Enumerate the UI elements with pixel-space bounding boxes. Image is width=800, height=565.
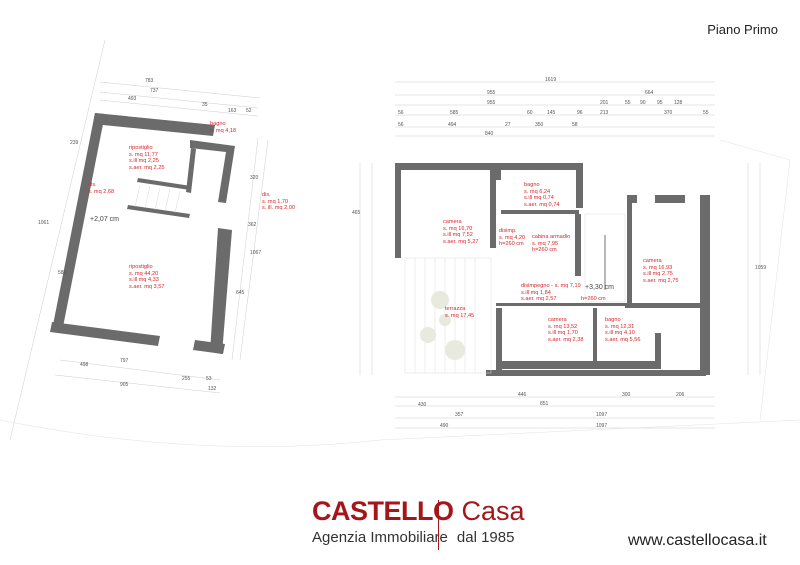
dimension: 52 [246,108,252,114]
level-marker: +2,07 cm [90,216,119,223]
dimension: 1619 [545,77,557,83]
logo-brand-suffix: Casa [461,496,525,526]
room-label-camera: camera s. mq 16,93 s.ill mq 2,75 s.aer. … [643,258,679,284]
level-marker: +3,30 cm [585,284,614,291]
height-note: h=260 cm [581,296,606,302]
dimension: 905 [120,382,129,388]
dimension: 851 [540,401,549,407]
room-label-ripostiglio: ripostiglio s. mq 44,20 s.ill mq 4,33 s.… [129,264,165,290]
dimension: 1097 [596,423,608,429]
dimension: 493 [128,96,137,102]
logo-since: dal 1985 [456,529,515,546]
dimension: 737 [150,88,159,94]
dimension: 56 [398,122,404,128]
dimension: 56 [398,110,404,116]
room-label-camera: camera s. mq 16,70 s.ill mq 7,52 s.aer. … [443,219,479,245]
dimension: 201 [600,100,609,106]
website-link[interactable]: www.castellocasa.it [628,532,767,549]
dimension: 132 [208,386,217,392]
dimension: 1059 [755,265,767,271]
left-stairs [134,184,181,214]
dimension: 1067 [250,250,262,256]
dimension: 60 [527,110,533,116]
dimension: 645 [236,290,245,296]
room-label-dis: dis. s. mq 2,68 [88,182,115,195]
dimension: 300 [622,392,631,398]
dimension: 783 [145,78,154,84]
dimension: 446 [518,392,527,398]
dimension: 955 [487,90,496,96]
dimension: 206 [676,392,685,398]
terrace-plants [420,291,465,360]
dimension: 96 [577,110,583,116]
dimension: 145 [547,110,556,116]
page-title: Piano Primo [707,22,778,37]
dimension: 797 [120,358,129,364]
dimension: 55 [703,110,709,116]
dimension: 58 [572,122,578,128]
room-label-ripostiglio: ripostiglio s. mq 11,77 s.ill mq 2,25 s.… [129,145,165,171]
dimension: 430 [418,402,427,408]
dimension: 664 [645,90,654,96]
dimension: 95 [657,100,663,106]
dimension: 239 [70,140,79,146]
dimension-lines [0,39,800,447]
dimension: 955 [487,100,496,106]
dimension: 465 [352,210,361,216]
dimension: 362 [248,222,257,228]
left-building-walls [50,113,235,354]
logo-tagline: Agenzia Immobiliare [312,529,448,546]
room-label-bagno: bagno s. mq 4,18 [210,121,237,134]
terrace-paving [404,213,626,374]
dimension: 163 [228,108,237,114]
dimension: 128 [674,100,683,106]
dimension: 370 [664,110,673,116]
dimension: 255 [182,376,191,382]
room-label-bagno: bagno s. mq 6,24 s.ill mq 0,74 s.aer. mq… [524,182,560,208]
dimension: 585 [450,110,459,116]
dimension: 840 [485,131,494,137]
dimension: 27 [505,122,511,128]
dimension: 1097 [596,412,608,418]
dimension: 90 [640,100,646,106]
dimension: 357 [455,412,464,418]
dimension: 35 [202,102,208,108]
dimension: 213 [600,110,609,116]
dimension: 1061 [38,220,50,226]
logo-divider [438,500,439,550]
room-label-terrazza: terrazza s. mq 17,45 [445,306,475,319]
dimension: 498 [80,362,89,368]
dimension: 490 [440,423,449,429]
logo-brand: CASTELLO [312,496,454,526]
dimension: 55 [625,100,631,106]
dimension: 494 [448,122,457,128]
room-label-bagno: bagno s. mq 12,31 s.ill mq 4,10 s.aer. m… [605,317,641,343]
room-label-camera: camera s. mq 13,52 s.ill mq 1,70 s.aer. … [548,317,584,343]
dimension: 320 [250,175,259,181]
dimension: 585 [58,270,67,276]
right-building-walls [395,163,710,376]
room-label-cabina-armadio: cabina armadio s. mq 7,95 h=260 cm [532,234,571,254]
room-label-disimp: disimp. s. mq 4,20 h=260 cm [499,228,526,248]
room-label-disimpegno: disimpegno - s. mq 7,19 s.ill mq 1,84 s.… [521,283,581,303]
dimension: 53 [206,376,212,382]
dimension: 350 [535,122,544,128]
room-label-dis: dis. s. mq 1,70 s. ill. mq 2,00 [262,192,295,212]
